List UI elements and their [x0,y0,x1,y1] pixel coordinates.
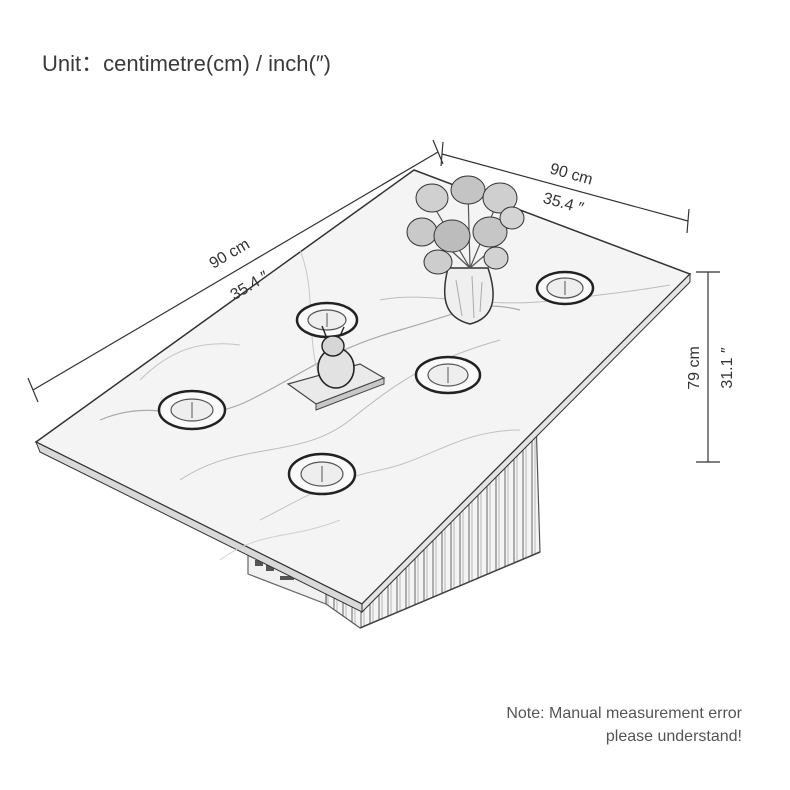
control-port [266,565,274,571]
height-cm-label: 79 cm [686,346,703,390]
vase-with-flowers [406,175,525,325]
burner [535,270,595,306]
unit-title: Unit：centimetre(cm) / inch(″) [42,51,331,76]
measurement-note: Note: Manual measurement error please un… [506,702,742,748]
note-line-1: Note: Manual measurement error [506,705,742,722]
dimension-line-height: 79 cm 31.1 ″ [686,271,736,463]
burner [287,452,357,496]
burner [295,301,359,339]
burner [414,355,482,395]
height-inch-label: 31.1 ″ [719,347,736,389]
note-line-2: please understand! [605,728,742,745]
burner [157,389,227,431]
length-cm-label: 90 cm [207,236,253,273]
control-port [280,576,294,580]
control-port [255,560,263,566]
width-inch-label: 35.4 ″ [541,190,586,217]
figurine-tray [286,325,386,411]
